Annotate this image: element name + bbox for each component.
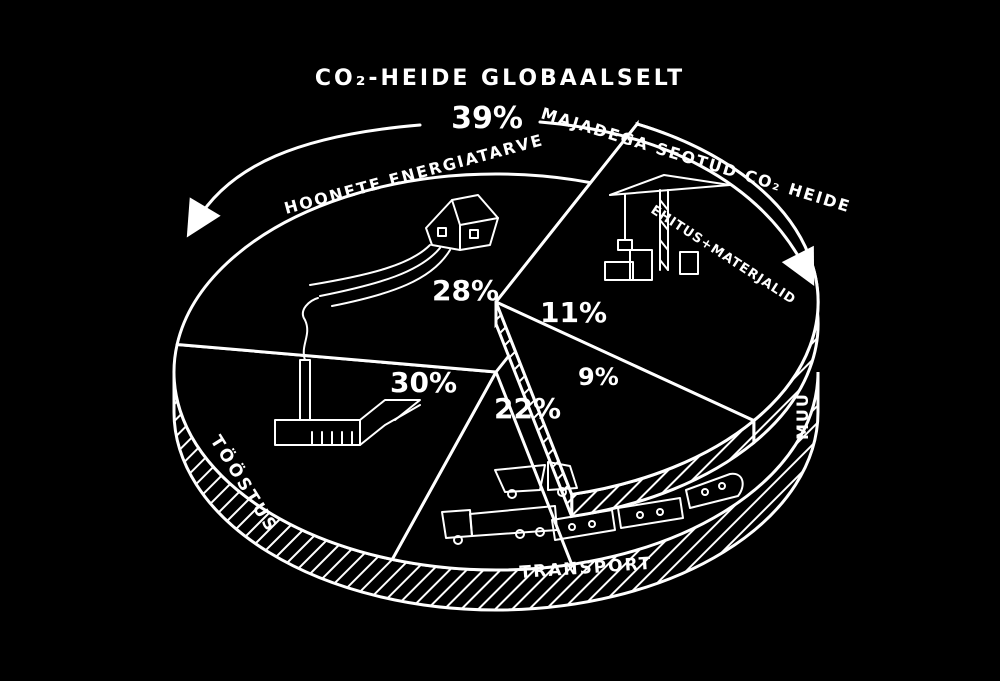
annotation-arc	[538, 120, 815, 287]
value-label-hoonete-energiatarve: 28%	[432, 274, 499, 307]
train-icon	[551, 472, 744, 541]
annotation-arc	[186, 123, 422, 238]
value-label-muu: 9%	[578, 363, 619, 391]
factory-icon	[274, 297, 421, 446]
value-label-ehitus-materjalid: 11%	[540, 296, 607, 329]
value-label-transport: 22%	[494, 392, 561, 425]
chart-title: CO₂-HEIDE GLOBAALSELT	[315, 66, 685, 91]
truck-icon	[494, 461, 578, 499]
pie-slice-muu	[390, 370, 574, 572]
slice-label-muu: MUU	[793, 392, 812, 440]
pie-slice-ehitus-materjalid	[494, 300, 756, 496]
crane-icon	[604, 174, 731, 281]
pie-side-rim	[172, 371, 820, 612]
value-label-tööstus: 30%	[390, 366, 457, 399]
lorry-icon	[441, 505, 558, 545]
house-icon	[309, 194, 499, 307]
pie-slice-transport	[172, 342, 498, 561]
annotation-value-label: 39%	[451, 101, 523, 136]
